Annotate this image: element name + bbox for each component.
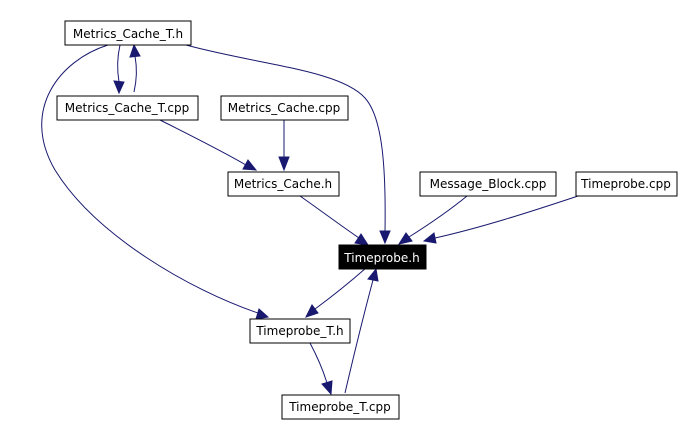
edges [41,43,579,396]
node-metrics-cache-h[interactable]: Metrics_Cache.h [227,171,340,197]
node-box [419,171,557,197]
arrowhead [255,308,270,320]
node-label: Message_Block.cpp [430,177,547,191]
node-label: Metrics_Cache_T.cpp [65,101,189,115]
arrowhead [242,159,258,171]
node-label: Metrics_Cache.cpp [228,101,341,115]
edge-metrics-cache-t-h-to-timeprobe-h [185,44,386,233]
node-label: Timeprobe.h [343,251,419,265]
arrowhead [305,304,319,318]
node-box [220,95,349,121]
arrowhead [367,267,379,282]
node-metrics-cache-cpp[interactable]: Metrics_Cache.cpp [220,95,349,121]
edge-metrics-cache-t-cpp-to-metrics-cache-t-h [133,55,137,93]
node-box-focus [338,244,427,270]
node-box [575,171,678,197]
node-label: Timeprobe.cpp [580,177,671,191]
arrowhead [422,232,437,244]
node-label: Metrics_Cache_T.h [73,27,183,41]
nodes: Metrics_Cache_T.h Metrics_Cache_T.cpp Me… [56,20,678,420]
node-metrics-cache-t-h[interactable]: Metrics_Cache_T.h [64,20,192,46]
node-message-block-cpp[interactable]: Message_Block.cpp [419,171,557,197]
arrowhead [379,230,391,245]
node-label: Timeprobe_T.cpp [288,400,391,414]
node-box [281,394,400,420]
node-timeprobe-t-h[interactable]: Timeprobe_T.h [249,318,351,344]
node-timeprobe-h[interactable]: Timeprobe.h [338,244,427,270]
edge-metrics-cache-h-to-timeprobe-h [299,195,360,239]
arrowhead [113,80,125,95]
node-box [56,95,199,121]
edge-metrics-cache-t-h-to-timeprobe-t-h [41,44,259,314]
edge-timeprobe-t-h-to-timeprobe-t-cpp [309,342,328,384]
node-label: Metrics_Cache.h [234,177,332,191]
node-box [64,20,192,46]
edge-timeprobe-h-to-timeprobe-t-h [314,267,367,310]
arrowhead [354,233,370,246]
arrowhead [397,232,413,245]
node-timeprobe-t-cpp[interactable]: Timeprobe_T.cpp [281,394,400,420]
edge-timeprobe-cpp-to-timeprobe-h [434,195,579,239]
arrowhead [321,380,333,396]
node-timeprobe-cpp[interactable]: Timeprobe.cpp [575,171,678,197]
edge-timeprobe-t-cpp-to-timeprobe-h [344,279,374,394]
edge-message-block-cpp-to-timeprobe-h [408,195,468,238]
edge-metrics-cache-t-h-to-metrics-cache-t-cpp [117,44,121,83]
arrowhead [129,43,141,58]
node-label: Timeprobe_T.h [255,324,343,338]
node-box [249,318,351,344]
arrowhead [278,156,290,172]
node-metrics-cache-t-cpp[interactable]: Metrics_Cache_T.cpp [56,95,199,121]
node-box [227,171,340,197]
edge-metrics-cache-t-cpp-to-metrics-cache-h [159,119,247,166]
